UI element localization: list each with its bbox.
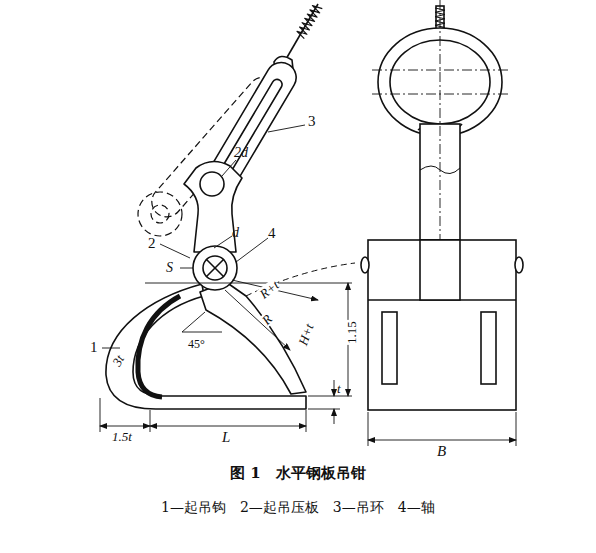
dimension-label: S [166,261,173,275]
dimension-label: L [222,430,230,445]
dimension-label: 1.15 [345,320,358,345]
dimension-label: t [337,382,341,395]
dimension-label: 4 [268,226,276,241]
dimension-label: H+t [296,321,316,348]
parts-legend-line: 1—起吊钩 2—起吊压板 3—吊环 4—轴 [161,500,435,514]
dimension-label: 2 [148,236,156,251]
dimension-label: B [437,444,446,459]
dimension-label: R+t [256,278,282,302]
dimension-label: 1.5t [112,430,132,443]
dimension-label: 1 [90,340,98,355]
dimension-label: 45° [188,338,205,350]
dimension-label: d [232,226,239,240]
dimension-label: 2d [234,146,248,160]
dimension-label: 3 [308,114,316,129]
figure-caption: 图 1 水平钢板吊钳 [230,466,366,481]
